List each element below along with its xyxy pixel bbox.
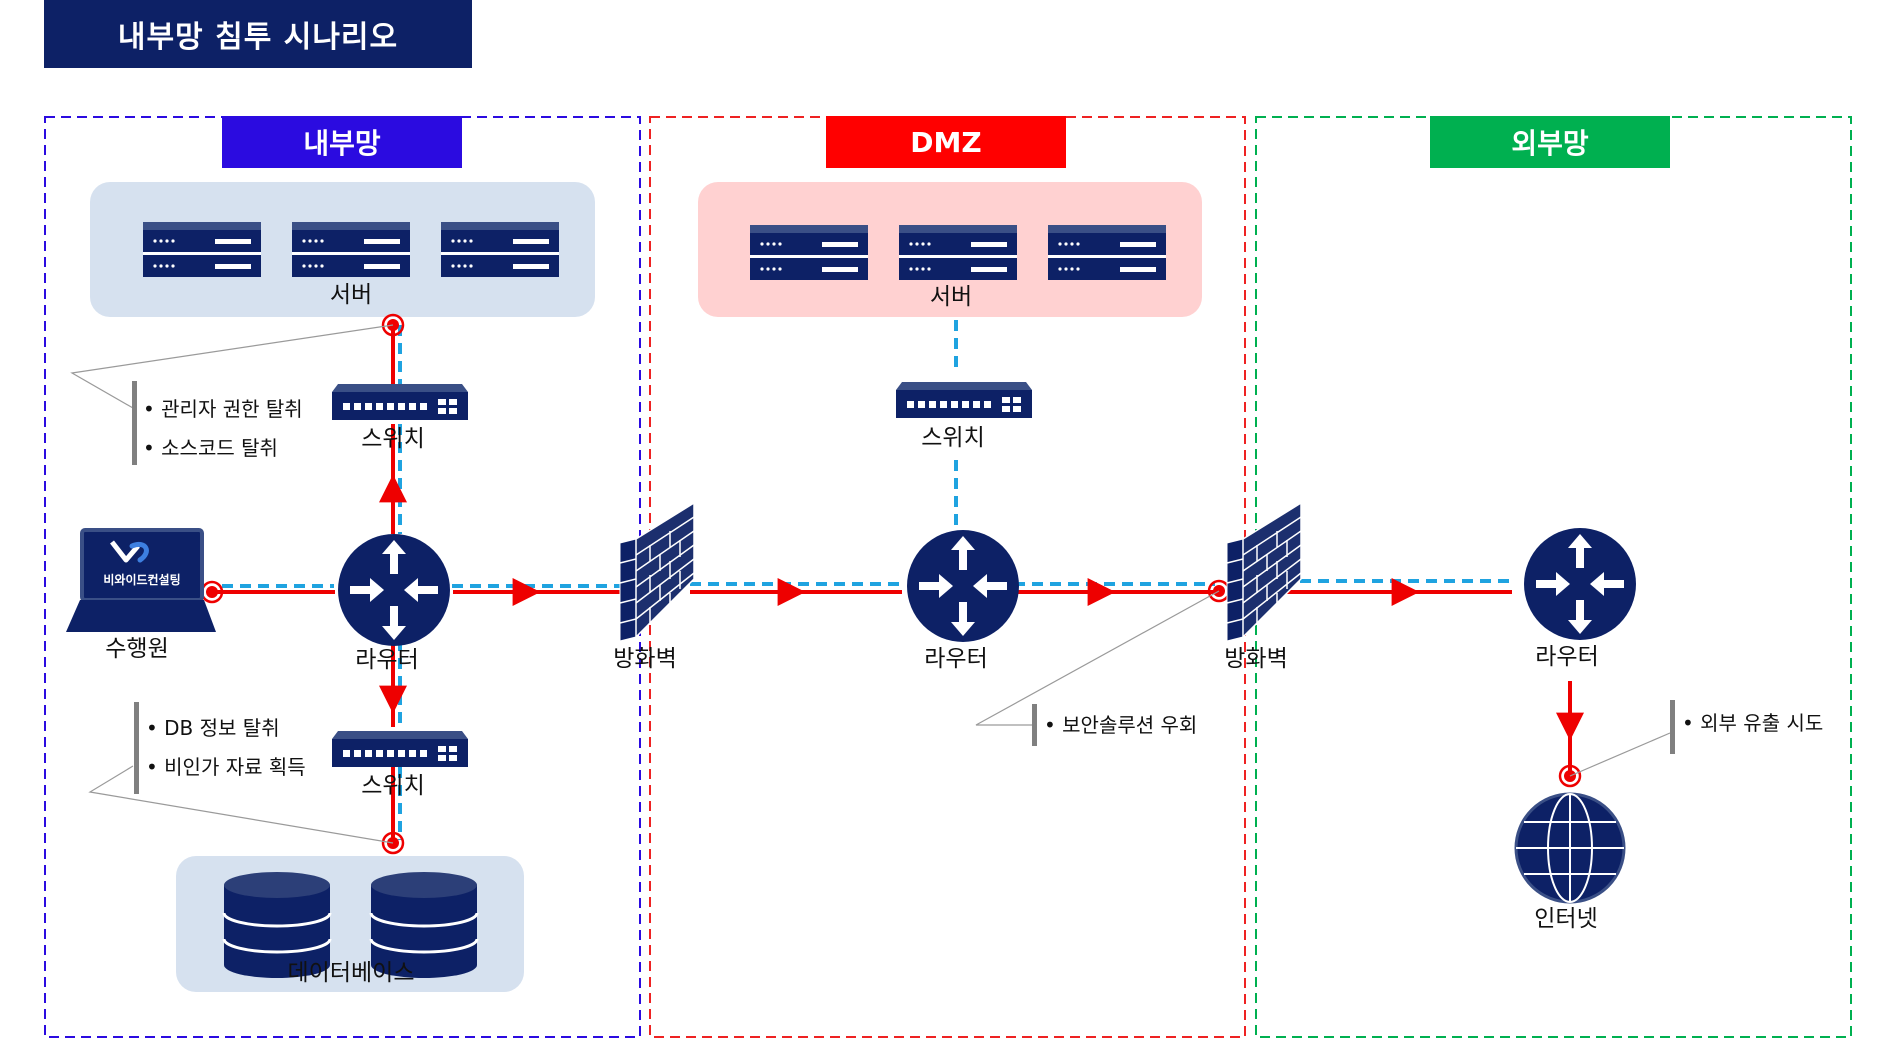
switch-icon <box>896 382 1032 418</box>
globe-icon <box>1514 792 1626 904</box>
firewall-2-label: 방화벽 <box>1224 646 1287 672</box>
database-label: 데이터베이스 <box>288 960 415 986</box>
zone-label-external: 외부망 <box>1430 116 1670 168</box>
server-rack-icon <box>143 222 559 277</box>
note-bars <box>132 381 1675 794</box>
internal-router-label: 라우터 <box>355 647 418 673</box>
db-note-item-2: • 비인가 자료 획득 <box>146 755 306 779</box>
laptop-logo-text: 비와이드컨설팅 <box>103 572 180 587</box>
internal-server-label: 서버 <box>330 282 372 308</box>
dmz-router-label: 라우터 <box>924 646 987 672</box>
firewall-brick-icon <box>619 502 695 642</box>
dmz-switch-label: 스위치 <box>921 425 984 451</box>
server-note-item-2: • 소스코드 탈취 <box>143 436 278 460</box>
callout-lines <box>70 324 1671 844</box>
switch-icon <box>332 384 468 420</box>
page-title: 내부망 침투 시나리오 <box>44 0 472 68</box>
internet-label: 인터넷 <box>1534 906 1597 932</box>
internal-switch-bottom-label: 스위치 <box>361 773 424 799</box>
zone-label-dmz: DMZ <box>826 116 1066 168</box>
server-note-item-1: • 관리자 권한 탈취 <box>143 397 303 421</box>
operator-label: 수행원 <box>105 636 168 662</box>
ext-router-label: 라우터 <box>1535 644 1598 670</box>
firewall-1-label: 방화벽 <box>613 646 676 672</box>
laptop-icon: 비와이드컨설팅 <box>66 528 216 632</box>
internal-switch-top-label: 스위치 <box>361 426 424 452</box>
router-icon <box>1524 528 1636 640</box>
zone-label-internal: 내부망 <box>222 116 462 168</box>
internet-note-item-1: • 외부 유출 시도 <box>1682 711 1823 735</box>
switch-icon <box>332 731 468 767</box>
router-icon <box>338 534 450 646</box>
dmz-server-label: 서버 <box>930 284 972 310</box>
firewall-brick-icon <box>1226 502 1302 642</box>
server-rack-icon <box>750 225 1166 280</box>
firewall-note-item-1: • 보안솔루션 우회 <box>1044 713 1197 737</box>
router-icon <box>907 530 1019 642</box>
attack-path <box>212 328 1584 842</box>
db-note-item-1: • DB 정보 탈취 <box>146 716 280 740</box>
